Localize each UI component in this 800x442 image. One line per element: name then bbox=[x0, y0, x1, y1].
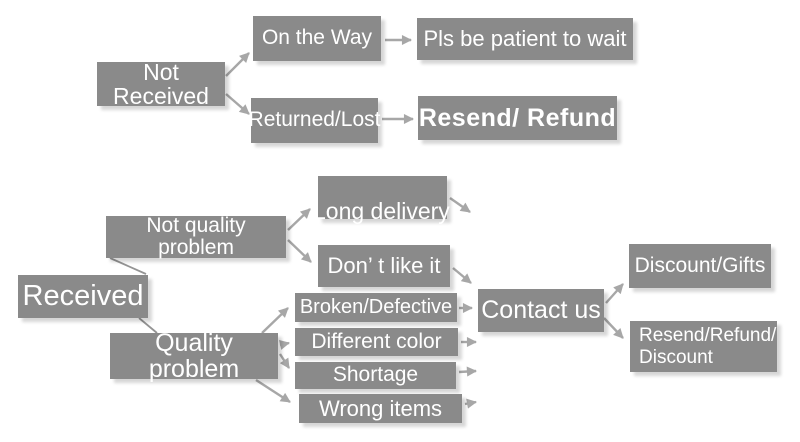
node-contact-us-label: Contact us bbox=[481, 296, 601, 325]
arrow-dontlikeit-contact bbox=[452, 267, 472, 284]
arrow-quality-broken bbox=[261, 307, 289, 334]
arrow-contact-discountgifts bbox=[605, 283, 624, 304]
node-not-received-label: Not Received bbox=[113, 58, 209, 109]
node-returned-lost-label: Returned/Lost bbox=[248, 108, 381, 132]
node-dont-like-it-label: Don’ t like it bbox=[327, 253, 441, 279]
node-received: Received bbox=[18, 275, 148, 318]
node-discount-gifts: Discount/Gifts bbox=[629, 244, 771, 288]
arrow-quality-differentcolor bbox=[279, 340, 290, 350]
node-pls-be-patient: Pls be patient to wait bbox=[417, 18, 633, 60]
node-wrong-items-label: Wrong items bbox=[318, 395, 443, 421]
arrow-notquality-longdelivery bbox=[287, 208, 311, 231]
node-received-label: Received bbox=[22, 280, 144, 313]
node-shortage: Shortage bbox=[295, 362, 456, 389]
node-resend-refund-discount-label: Resend/Refund/ Discount bbox=[639, 324, 777, 368]
arrow-longdelivery-out bbox=[449, 197, 471, 213]
node-broken-defective: Broken/Defective bbox=[295, 293, 457, 322]
node-wrong-items: Wrong items bbox=[299, 394, 462, 423]
node-contact-us: Contact us bbox=[478, 289, 604, 332]
node-not-quality-problem-label: Not quality problem bbox=[146, 213, 246, 259]
arrow-notreceived-returnedlost bbox=[225, 93, 250, 115]
node-pls-be-patient-label: Pls be patient to wait bbox=[423, 26, 627, 52]
node-not-received: Not Received bbox=[97, 58, 225, 109]
node-different-color-label: Different color bbox=[311, 329, 442, 353]
node-resend-refund-discount: Resend/Refund/ Discount bbox=[630, 321, 777, 372]
arrow-notquality-dontlikeit bbox=[287, 239, 312, 263]
arrow-contact-resendrefunddiscount bbox=[603, 317, 624, 339]
node-quality-problem: Quality problem bbox=[110, 330, 278, 382]
arrow-quality-wrongitems bbox=[255, 378, 291, 404]
arrow-wrongitems-contact bbox=[464, 398, 477, 409]
line-received-quality bbox=[138, 317, 158, 334]
node-long-delivery-label: Long delivery bbox=[313, 197, 450, 224]
node-resend-refund: Resend/ Refund bbox=[418, 96, 617, 140]
node-on-the-way-label: On the Way bbox=[261, 26, 373, 50]
node-not-quality-problem: Not quality problem bbox=[106, 213, 286, 259]
node-quality-problem-label: Quality problem bbox=[148, 328, 240, 383]
node-on-the-way: On the Way bbox=[253, 16, 381, 61]
node-dont-like-it: Don’ t like it bbox=[318, 245, 450, 287]
arrow-quality-shortage bbox=[278, 353, 291, 369]
node-shortage-label: Shortage bbox=[332, 363, 419, 387]
node-returned-lost: Returned/Lost bbox=[248, 98, 381, 143]
node-discount-gifts-label: Discount/Gifts bbox=[634, 253, 766, 277]
node-broken-defective-label: Broken/Defective bbox=[299, 296, 453, 318]
node-long-delivery: Long delivery bbox=[313, 176, 450, 223]
arrow-shortage-contact bbox=[458, 366, 478, 377]
line-received-notquality bbox=[109, 257, 147, 275]
arrow-notreceived-ontheway bbox=[225, 52, 250, 77]
node-resend-refund-label: Resend/ Refund bbox=[418, 103, 617, 132]
node-different-color: Different color bbox=[295, 328, 458, 356]
